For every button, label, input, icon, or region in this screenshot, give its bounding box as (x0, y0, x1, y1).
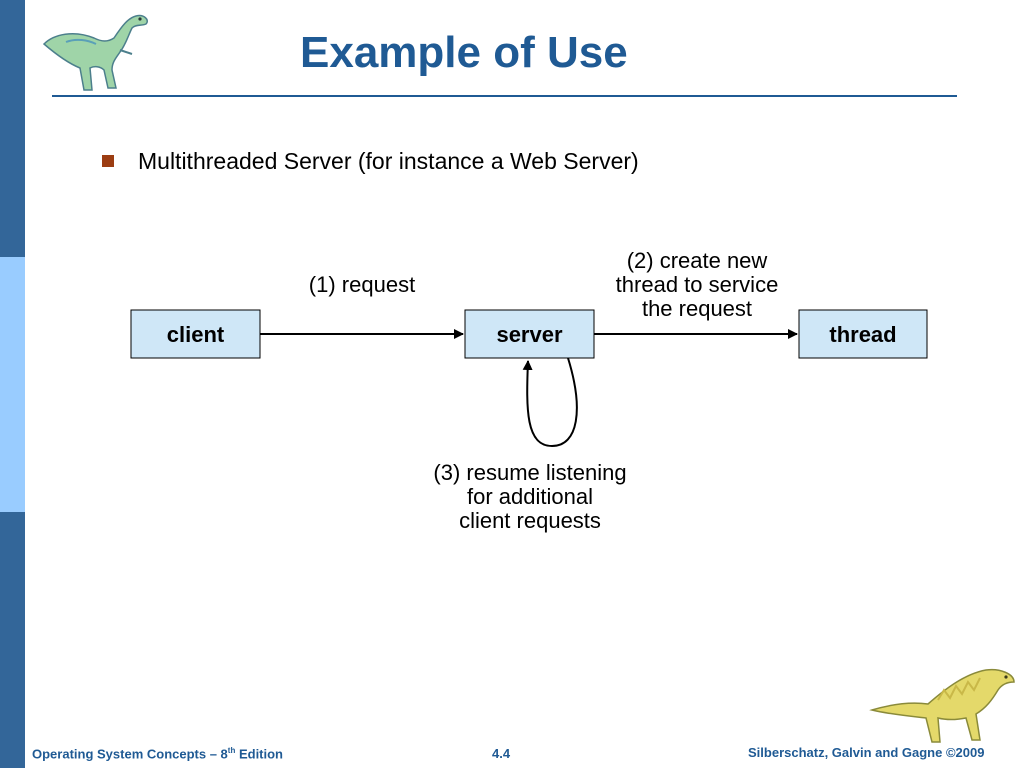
dinosaur-logo-bottom (869, 668, 1015, 743)
footer-copyright: Silberschatz, Galvin and Gagne ©2009 (748, 745, 985, 760)
bullet-item: Multithreaded Server (for instance a Web… (102, 146, 639, 176)
footer-book-title: Operating System Concepts – 8th Edition (32, 746, 283, 761)
client-node: client (130, 309, 261, 359)
resume-listening-label: (3) resume listening for additional clie… (433, 460, 626, 533)
create-thread-label: (2) create new thread to service the req… (616, 248, 779, 321)
footer-title-superscript: th (227, 746, 236, 755)
create-label-line-2: thread to service (616, 272, 779, 297)
bullet-square-icon (102, 155, 114, 167)
bullet-text: Multithreaded Server (for instance a Web… (138, 147, 639, 174)
server-node: server (464, 309, 595, 359)
footer-page-number: 4.4 (492, 746, 511, 761)
sidebar-segment-top (0, 0, 25, 257)
footer-title-prefix: Operating System Concepts – 8 (32, 746, 228, 762)
resume-label-line-3: client requests (459, 508, 601, 533)
create-label-line-1: (2) create new (627, 248, 768, 273)
request-label: (1) request (309, 272, 415, 297)
client-label: client (167, 322, 225, 347)
thread-node: thread (798, 309, 928, 359)
resume-label-line-2: for additional (467, 484, 593, 509)
server-label: server (496, 322, 563, 347)
resume-loop-arrow (522, 357, 578, 448)
dinosaur-icon (42, 14, 148, 91)
slide-title: Example of Use (300, 28, 628, 77)
dinosaur-logo-top (42, 14, 148, 91)
thread-label: thread (829, 322, 896, 347)
sidebar-stripe (0, 0, 25, 768)
sidebar-segment-middle (0, 257, 25, 512)
dinosaur-icon (869, 668, 1015, 743)
resume-label-line-1: (3) resume listening (433, 460, 626, 485)
sidebar-segment-bottom (0, 512, 25, 768)
footer-title-suffix: Edition (235, 746, 284, 762)
title-divider (52, 95, 957, 97)
create-label-line-3: the request (642, 296, 752, 321)
